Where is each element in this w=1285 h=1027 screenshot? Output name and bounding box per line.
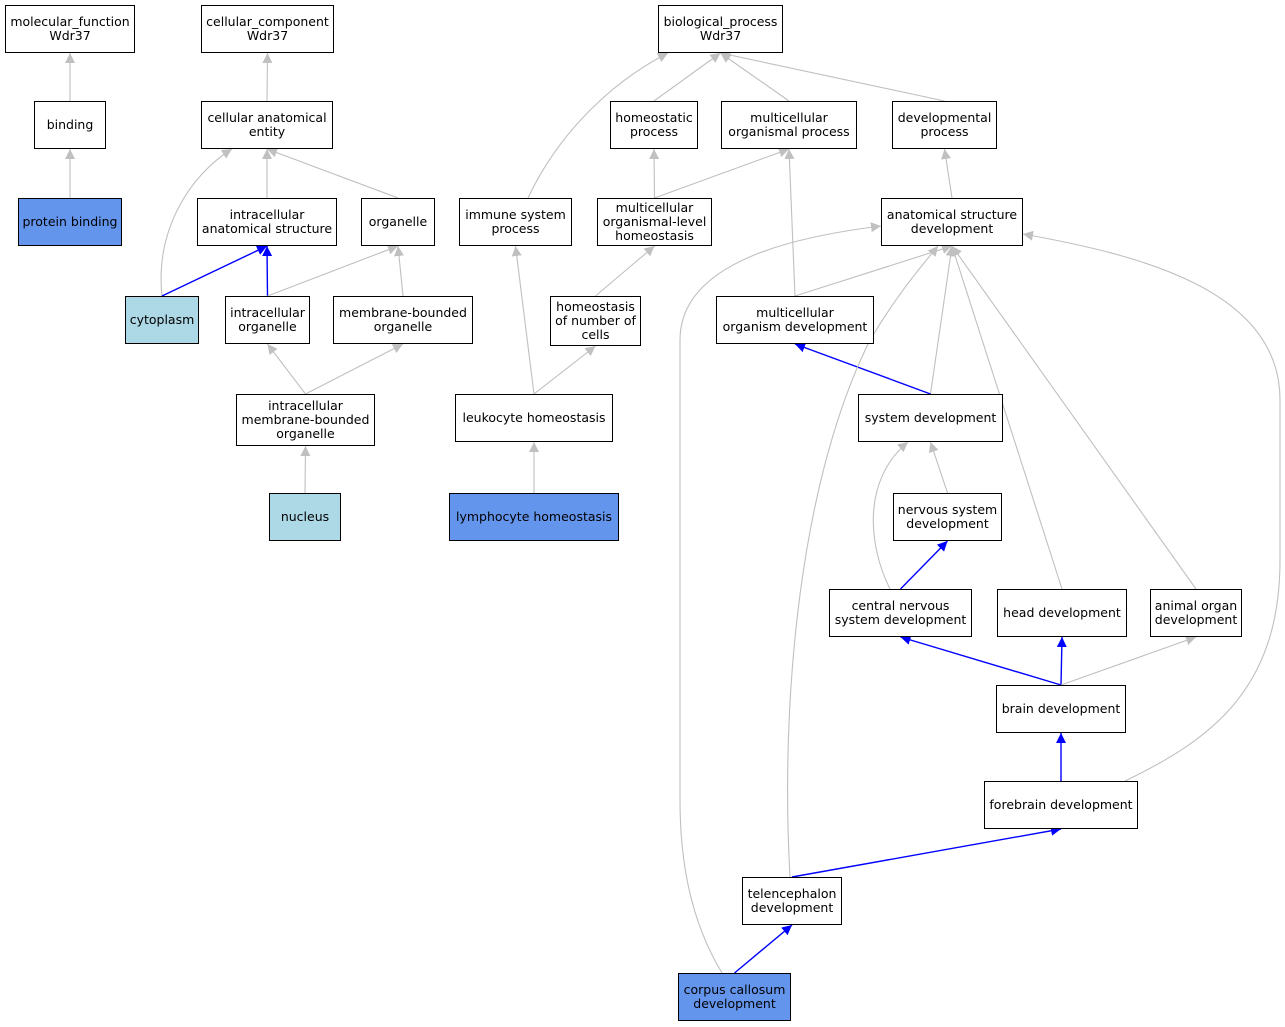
- node-nsd[interactable]: nervous system development: [893, 493, 1002, 541]
- edge-td-to-asd: [787, 245, 939, 878]
- node-mbo[interactable]: membrane-bounded organelle: [333, 296, 473, 344]
- edge-sd-to-mod: [794, 342, 931, 395]
- node-cc[interactable]: cellular_component Wdr37: [201, 5, 334, 53]
- edge-nsd-to-sd: [928, 441, 949, 494]
- node-protein-binding[interactable]: protein binding: [18, 198, 122, 246]
- edge-molh-to-hp: [649, 148, 660, 199]
- node-isp[interactable]: immune system process: [459, 198, 572, 246]
- edge-td-to-fd: [791, 825, 1062, 878]
- node-hnc[interactable]: homeostasis of number of cells: [550, 296, 641, 346]
- node-organelle[interactable]: organelle: [361, 198, 435, 246]
- edge-lh-to-isp: [511, 245, 535, 395]
- edge-mop-to-bp: [720, 52, 790, 102]
- node-lh[interactable]: leukocyte homeostasis: [455, 394, 613, 442]
- edge-bd-to-hd: [1056, 636, 1067, 686]
- edge-bd-to-aod: [1060, 635, 1197, 686]
- edge-mbo-to-organelle: [394, 245, 404, 297]
- node-bp[interactable]: biological_process Wdr37: [658, 5, 783, 53]
- node-io[interactable]: intracellular organelle: [225, 296, 310, 344]
- node-aod[interactable]: animal organ development: [1150, 589, 1242, 637]
- edge-sd-to-asd: [929, 245, 956, 395]
- node-binding[interactable]: binding: [34, 101, 106, 149]
- node-ias[interactable]: intracellular anatomical structure: [197, 198, 337, 246]
- edge-cytoplasm-to-ias: [161, 245, 268, 297]
- edge-bd-to-cnsd: [900, 635, 1062, 686]
- edge-cytoplasm-to-cae: [160, 148, 233, 297]
- edge-hp-to-bp: [653, 52, 721, 102]
- node-mop[interactable]: multicellular organismal process: [721, 101, 857, 149]
- node-mf[interactable]: molecular_function Wdr37: [5, 5, 135, 53]
- node-sd[interactable]: system development: [858, 394, 1003, 442]
- node-hp[interactable]: homeostatic process: [610, 101, 698, 149]
- node-nucleus[interactable]: nucleus: [269, 493, 341, 541]
- edge-cae-to-cc: [262, 52, 273, 102]
- node-imbo[interactable]: intracellular membrane-bounded organelle: [236, 394, 375, 446]
- node-asd[interactable]: anatomical structure development: [881, 198, 1023, 246]
- node-lyh[interactable]: lymphocyte homeostasis: [449, 493, 619, 541]
- edge-cnsd-to-sd: [872, 441, 909, 590]
- node-cnsd[interactable]: central nervous system development: [829, 589, 972, 637]
- edge-dp-to-bp: [720, 50, 945, 102]
- edge-organelle-to-cae: [266, 147, 399, 199]
- edge-mod-to-asd: [794, 244, 953, 297]
- edge-cnsd-to-nsd: [899, 540, 949, 590]
- node-dp[interactable]: developmental process: [892, 101, 997, 149]
- node-bd[interactable]: brain development: [996, 685, 1126, 733]
- edge-lh-to-hnc: [533, 345, 596, 395]
- node-fd[interactable]: forebrain development: [984, 781, 1138, 829]
- edge-io-to-ias: [262, 245, 273, 297]
- edge-ccd-to-asd: [679, 222, 882, 974]
- node-cytoplasm[interactable]: cytoplasm: [125, 296, 199, 344]
- edge-mod-to-mop: [784, 148, 796, 297]
- edge-ccd-to-td: [734, 924, 793, 974]
- node-td[interactable]: telencephalon development: [742, 877, 842, 925]
- edge-imbo-to-mbo: [305, 343, 404, 395]
- edge-asd-to-dp: [941, 148, 953, 199]
- edge-nucleus-to-imbo: [300, 445, 311, 494]
- edge-molh-to-mop: [654, 147, 790, 199]
- node-ccd[interactable]: corpus callosum development: [678, 973, 791, 1021]
- node-mod[interactable]: multicellular organism development: [716, 296, 874, 344]
- node-cae[interactable]: cellular anatomical entity: [201, 101, 333, 149]
- node-hd[interactable]: head development: [997, 589, 1127, 637]
- edge-imbo-to-io: [267, 343, 306, 395]
- edge-fd-to-asd: [1022, 230, 1281, 782]
- edge-aod-to-asd: [951, 245, 1197, 590]
- edge-io-to-organelle: [267, 244, 399, 297]
- edge-hd-to-asd: [950, 245, 1063, 590]
- edge-isp-to-bp: [527, 52, 669, 199]
- edge-hnc-to-molh: [595, 245, 655, 297]
- node-molh[interactable]: multicellular organismal-level homeostas…: [597, 198, 712, 246]
